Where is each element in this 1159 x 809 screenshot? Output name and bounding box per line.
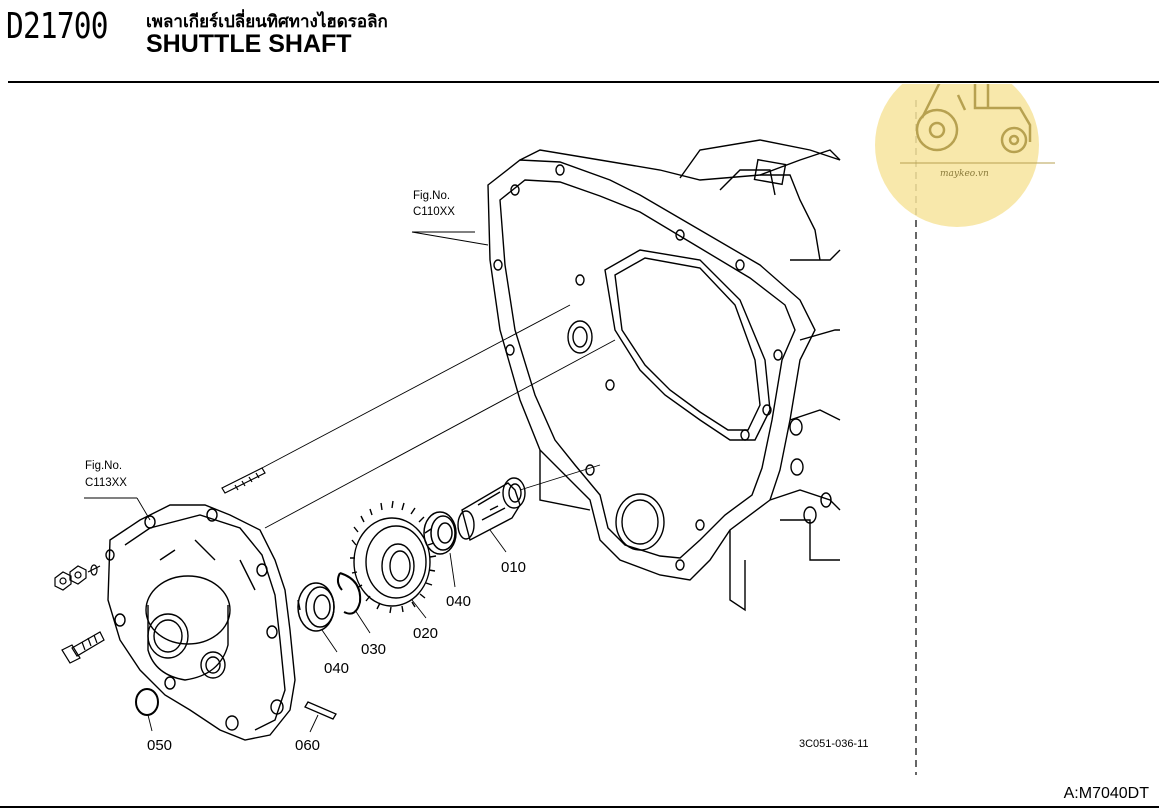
- alignment-lines: [261, 304, 616, 529]
- pin: [304, 701, 337, 720]
- part-number: 030: [361, 641, 386, 658]
- fig-ref-label-2: Fig.No.: [85, 460, 122, 472]
- model-code: A:M7040DT: [1063, 785, 1149, 802]
- transmission-housing: [487, 139, 841, 612]
- snap-ring: [339, 572, 362, 615]
- fig-ref-label-1: Fig.No.: [413, 190, 450, 202]
- bearing-left: [297, 582, 335, 632]
- stud-bolts: [54, 467, 266, 664]
- bearing-right: [423, 511, 457, 555]
- part-number: 040: [324, 660, 349, 677]
- title-english: SHUTTLE SHAFT: [146, 30, 352, 58]
- illustration-code: 3C051-036-11: [799, 738, 869, 750]
- part-number: 010: [501, 559, 526, 576]
- title-thai: เพลาเกียร์เปลี่ยนทิศทางไฮดรอลิก: [146, 12, 388, 32]
- header: D21700 เพลาเกียร์เปลี่ยนทิศทางไฮดรอลิก S…: [0, 0, 1159, 84]
- fig-ref-number-2: C113XX: [85, 477, 127, 489]
- watermark: maykeo.vn: [875, 84, 1055, 227]
- header-rule: [8, 81, 1159, 83]
- gear: [350, 500, 437, 614]
- leader-lines: [84, 231, 507, 733]
- o-ring: [135, 688, 159, 716]
- watermark-text: maykeo.vn: [940, 169, 989, 179]
- fig-ref-number-1: C110XX: [413, 206, 455, 218]
- shuttle-shaft: [457, 477, 526, 542]
- part-number: 020: [413, 625, 438, 642]
- exploded-diagram: maykeo.vn: [54, 84, 1055, 775]
- part-number: 040: [446, 593, 471, 610]
- section-code: D21700: [6, 6, 109, 47]
- part-number: 060: [295, 737, 320, 754]
- front-cover: [105, 504, 296, 741]
- tractor-icon: [900, 84, 1055, 164]
- footer-rule: [0, 806, 1159, 808]
- part-number: 050: [147, 737, 172, 754]
